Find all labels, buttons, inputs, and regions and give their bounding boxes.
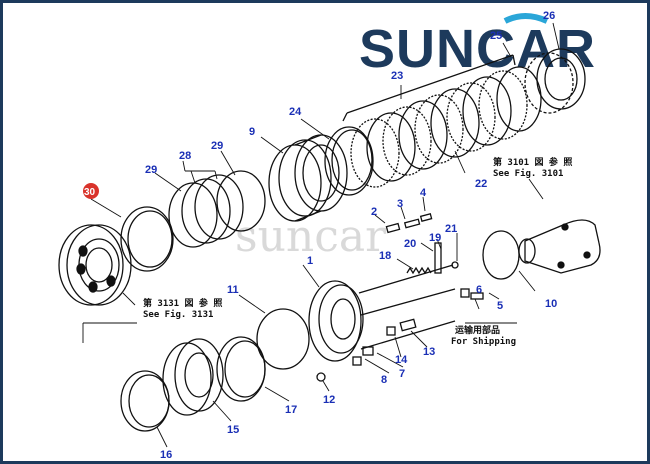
part-label-23: 23 <box>391 70 403 82</box>
part-label-12: 12 <box>323 394 335 406</box>
part-label-29a: 29 <box>145 164 157 176</box>
logo-text: SUNCAR <box>359 19 596 79</box>
ref-shipping-en: For Shipping <box>451 336 516 347</box>
part-label-18: 18 <box>379 250 391 262</box>
part-label-24: 24 <box>289 106 302 118</box>
part-2-3-4-pins <box>385 212 433 234</box>
part-snap-ring-left <box>120 206 174 272</box>
part-label-11: 11 <box>227 284 239 296</box>
part-label-17: 17 <box>285 404 297 416</box>
part-19-20-21-valve <box>434 242 459 274</box>
ref-fig3101-cn: 第 3101 図 参 照 <box>493 156 572 168</box>
exploded-parts-diagram: suncar SUNCAR <box>58 10 601 461</box>
logo-arc-icon <box>503 13 549 24</box>
part-label-19: 19 <box>429 232 441 244</box>
part-label-22: 22 <box>475 178 487 190</box>
part-12-ring <box>316 372 326 382</box>
suncar-logo: SUNCAR <box>359 13 596 79</box>
part-5-6-bolts <box>460 288 484 300</box>
part-18-spring <box>406 266 432 275</box>
part-10-housing <box>482 219 601 280</box>
part-label-9: 9 <box>249 126 255 138</box>
part-29-orings <box>168 170 266 248</box>
part-label-21: 21 <box>445 223 457 235</box>
part-label-28: 28 <box>179 150 191 162</box>
part-label-1: 1 <box>307 255 313 267</box>
part-16-ring <box>120 370 170 432</box>
part-24-plate <box>324 126 374 196</box>
part-label-20: 20 <box>404 238 416 250</box>
part-label-30: 30 <box>84 187 96 198</box>
ref-fig3101-en: See Fig. 3101 <box>493 168 563 179</box>
part-label-5: 5 <box>497 300 503 312</box>
part-label-2: 2 <box>371 206 377 218</box>
part-label-8: 8 <box>381 374 387 386</box>
part-label-15: 15 <box>227 424 239 436</box>
ref-shipping-cn: 运输用部品 <box>455 324 500 336</box>
part-15-piston <box>162 338 224 416</box>
part-label-6: 6 <box>476 284 482 296</box>
part-26-spring <box>524 48 586 114</box>
part-label-16: 16 <box>160 449 172 461</box>
part-9-piston <box>268 134 348 222</box>
part-1-carrier <box>308 264 456 362</box>
part-11-oring <box>256 308 310 370</box>
part-label-14: 14 <box>395 354 408 366</box>
part-label-10: 10 <box>545 298 557 310</box>
part-label-4: 4 <box>420 187 427 199</box>
part-label-25: 25 <box>490 30 502 42</box>
ref-fig3131-en: See Fig. 3131 <box>143 309 213 320</box>
part-22-23-disc-stack <box>342 54 542 188</box>
part-label-13: 13 <box>423 346 435 358</box>
leader-lines <box>82 22 560 448</box>
part-label-26: 26 <box>543 10 555 22</box>
ref-fig3131-cn: 第 3131 図 参 照 <box>143 297 222 309</box>
part-17-ring <box>216 336 266 402</box>
part-7-8-13-14-bolts <box>352 318 417 366</box>
part-label-3: 3 <box>397 198 403 210</box>
part-label-29b: 29 <box>211 140 223 152</box>
part-label-7: 7 <box>399 368 405 380</box>
part-30-bearing <box>58 224 132 306</box>
highlight-badge-icon <box>83 183 99 199</box>
